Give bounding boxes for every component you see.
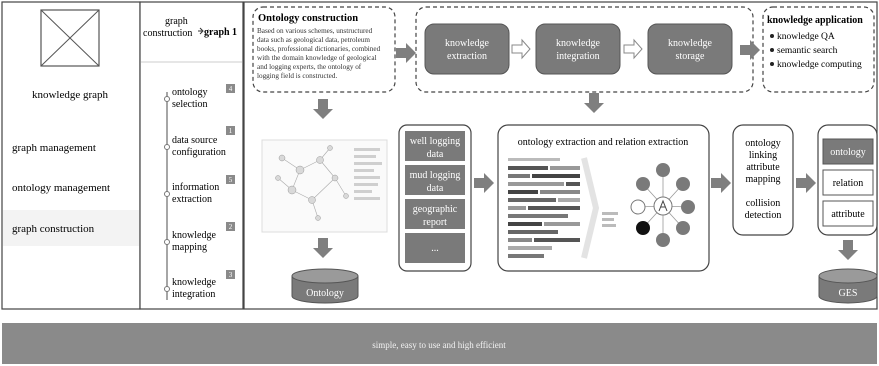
application-item: knowledge computing [777, 60, 862, 70]
source-more [405, 233, 465, 263]
svg-text:report: report [423, 217, 447, 228]
svg-text:integration: integration [172, 289, 215, 300]
step-ontology-selection[interactable]: ontology selection 4 [164, 84, 236, 110]
svg-text:geographic: geographic [413, 204, 458, 215]
svg-text:1: 1 [229, 127, 233, 135]
ges-database-icon: GES [818, 268, 878, 304]
knowledge-application-box: knowledge application knowledge QA seman… [762, 6, 875, 93]
arrow-extraction-to-integration [511, 38, 531, 60]
svg-text:data source: data source [172, 135, 218, 146]
ontology-description: Based on various schemes, unstructured d… [257, 27, 382, 80]
svg-text:3: 3 [229, 271, 233, 279]
application-title: knowledge application [767, 15, 863, 26]
svg-text:ontology: ontology [172, 87, 208, 98]
extracted-labels [602, 212, 618, 227]
svg-text:information: information [172, 182, 219, 193]
step-knowledge-mapping[interactable]: knowledge mapping 2 [164, 222, 236, 253]
ges-ontology [822, 138, 874, 165]
svg-text:mapping: mapping [746, 174, 781, 185]
svg-text:relation: relation [833, 178, 864, 189]
svg-text:selection: selection [172, 99, 208, 110]
breadcrumb-chevron-icon [198, 27, 204, 35]
menu-item-graph-management[interactable]: graph management [12, 142, 96, 154]
sidebar: knowledge graph graph management ontolog… [1, 1, 141, 310]
text-document-thumbnail [508, 158, 580, 258]
menu-item-active-bg [3, 210, 139, 246]
svg-text:collision: collision [746, 198, 780, 209]
source-geographic-report [405, 199, 465, 229]
svg-text:...: ... [431, 243, 439, 254]
source-well-logging [405, 131, 465, 161]
ges-attribute [822, 200, 874, 227]
breadcrumb-line1[interactable]: graph [165, 16, 188, 27]
svg-text:configuration: configuration [172, 147, 226, 158]
menu-item-ontology-management[interactable]: ontology management [12, 182, 110, 194]
ontology-database-icon: Ontology [291, 268, 359, 304]
linking-box: ontology linking attribute mapping colli… [732, 124, 794, 236]
svg-text:ontology: ontology [830, 147, 866, 158]
ges-box: ontology relation attribute [817, 124, 878, 236]
svg-text:knowledge: knowledge [556, 38, 600, 49]
knowledge-integration-box [535, 23, 621, 75]
graph-logo-icon [40, 9, 100, 67]
svg-text:storage: storage [676, 51, 705, 62]
step-nav: graph construction graph 1 ontology sele… [139, 1, 244, 310]
svg-text:detection: detection [745, 210, 782, 221]
ges-db-label: GES [839, 288, 858, 299]
svg-text:mud logging: mud logging [410, 170, 461, 181]
svg-text:attribute: attribute [746, 162, 780, 173]
application-item: knowledge QA [777, 32, 835, 42]
svg-text:4: 4 [229, 85, 233, 93]
svg-text:extraction: extraction [172, 194, 212, 205]
menu-item-graph-construction[interactable]: graph construction [12, 223, 95, 235]
logo-label: knowledge graph [32, 89, 109, 101]
extraction-box: ontology extraction and relation extract… [497, 124, 710, 272]
svg-text:data: data [427, 149, 444, 160]
source-mud-logging [405, 165, 465, 195]
ontology-title: Ontology construction [258, 13, 358, 24]
svg-text:knowledge: knowledge [172, 230, 216, 241]
ges-relation [822, 169, 874, 196]
footer-text: simple, easy to use and high efficient [372, 340, 506, 350]
svg-text:ontology: ontology [745, 138, 781, 149]
svg-text:5: 5 [229, 176, 233, 184]
svg-text:data: data [427, 183, 444, 194]
svg-text:2: 2 [229, 223, 233, 231]
knowledge-extraction-box [424, 23, 510, 75]
application-item: semantic search [777, 46, 838, 56]
extraction-title: ontology extraction and relation extract… [518, 137, 689, 148]
data-sources-box: well logging data mud logging data geogr… [398, 124, 472, 272]
step-data-source-configuration[interactable]: data source configuration 1 [164, 126, 236, 158]
svg-text:well logging: well logging [410, 136, 460, 147]
relation-graph-icon [630, 163, 695, 247]
ontology-graph-thumbnail [261, 139, 388, 233]
knowledge-storage-box [647, 23, 733, 75]
ontology-construction-box: Ontology construction Based on various s… [252, 6, 396, 93]
svg-text:mapping: mapping [172, 242, 207, 253]
ontology-db-label: Ontology [306, 288, 344, 299]
svg-text:integration: integration [556, 51, 599, 62]
pipeline-box: knowledge extraction knowledge integrati… [415, 6, 754, 93]
svg-text:attribute: attribute [831, 209, 865, 220]
svg-text:knowledge: knowledge [445, 38, 489, 49]
svg-text:extraction: extraction [447, 51, 487, 62]
svg-text:linking: linking [749, 150, 777, 161]
breadcrumb-current: graph 1 [204, 27, 237, 38]
breadcrumb-line2[interactable]: construction [143, 28, 192, 39]
step-knowledge-integration[interactable]: knowledge integration 3 [164, 270, 236, 300]
footer-banner: simple, easy to use and high efficient [2, 323, 877, 364]
svg-text:knowledge: knowledge [172, 277, 216, 288]
step-information-extraction[interactable]: information extraction 5 [164, 175, 236, 205]
svg-text:knowledge: knowledge [668, 38, 712, 49]
arrow-integration-to-storage [623, 38, 643, 60]
